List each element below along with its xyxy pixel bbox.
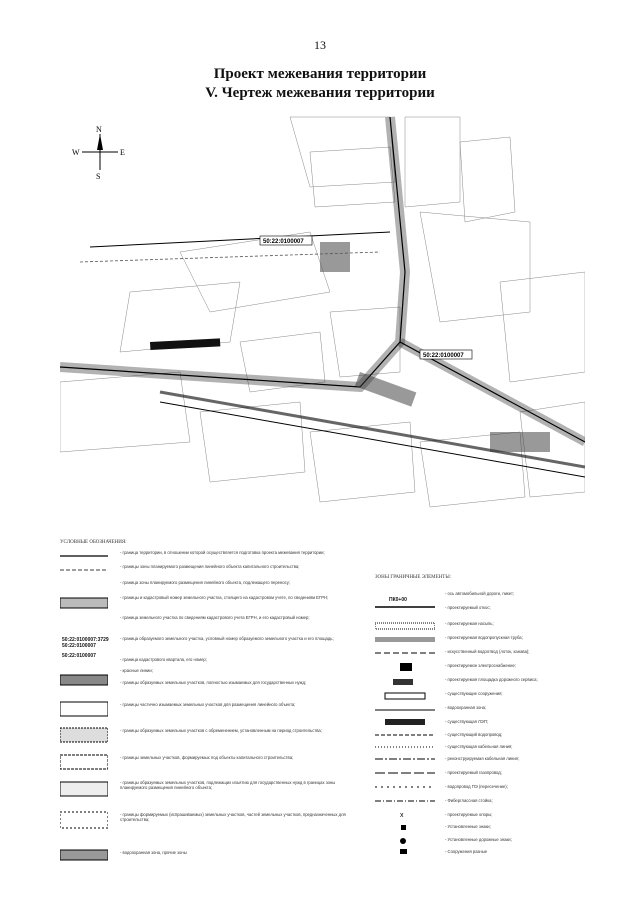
legend-left-heading: УСЛОВНЫЕ ОБОЗНАЧЕНИЯ:: [60, 540, 127, 545]
legend-right-item: - искусственный водоотвод (лоток, канава…: [445, 649, 530, 654]
legend-code-1: 50:22:0100007:3729: [62, 637, 109, 643]
legend-left-item: - границы зоны планируемого размещения л…: [120, 564, 300, 569]
legend-left-item: - границы и кадастровый номер земельного…: [120, 595, 329, 600]
page-number: 13: [314, 38, 326, 52]
legend-right-item: - проектируемый откос;: [445, 605, 491, 610]
legend-left-item: - границы образуемых земельных участков,…: [120, 680, 307, 685]
parcel-label-b: 50:22:0100007: [423, 353, 464, 359]
legend-left-item: - границы частично изымаемых земельных у…: [120, 702, 296, 707]
legend-code-3: 50:22:0100007: [62, 653, 96, 659]
compass-east: E: [120, 148, 125, 157]
compass-rose: N S W E: [72, 125, 125, 181]
legend-left-item: - граница кадастрового квартала, его ном…: [120, 657, 207, 662]
legend-left-item: - водоохранная зона, прочие зоны: [120, 850, 187, 855]
legend-right-item: - Установленные знаки;: [445, 824, 491, 829]
legend-left-item: - границы земельных участков, формируемы…: [120, 755, 294, 760]
legend-left-item: - граница образуемого земельного участка…: [120, 636, 334, 641]
legend-left-item: - граница зоны планируемого размещения л…: [120, 580, 290, 585]
legend-right-item: - существующий водопровод;: [445, 732, 503, 737]
legend-right-item: - существующая кабельная линия;: [445, 744, 513, 749]
legend-right-item: - проектируемая площадка дорожного серви…: [445, 677, 538, 682]
legend-right-item: - реконструируемая кабельная линия;: [445, 756, 520, 761]
road-corridor: [60, 116, 585, 478]
legend-right-item: - Сооружения разные: [445, 849, 488, 854]
document-title-line2: V. Чертеж межевания территории: [205, 85, 435, 101]
document-title-line1: Проект межевания территории: [213, 66, 427, 82]
legend-right-symbols: x: [375, 606, 435, 854]
compass-north: N: [96, 125, 102, 134]
legend-right-item: - существующие сооружения;: [445, 691, 503, 696]
legend-left-symbols: [60, 555, 108, 861]
legend-right-item: - Установленные дорожные знаки;: [445, 837, 512, 842]
legend-left-item: - границы образуемых земельных участков …: [120, 728, 322, 733]
legend-right-item: - проектируемые опоры;: [445, 812, 493, 817]
legend-left-item: - граница территории, в отношении которо…: [120, 550, 325, 555]
legend-right-item: - проектируемое электроснабжение;: [445, 663, 516, 668]
parcel-label-a: 50:22:0100007: [263, 239, 304, 245]
legend-right-item: - проектируемая насыпь;: [445, 621, 494, 626]
legend-right-item: - существующая ЛЭП;: [445, 719, 488, 724]
legend-right-heading: ЗОНЫ ГРАНИЧНЫЕ ЭЛЕМЕНТЫ:: [375, 575, 452, 580]
legend-right-item: - ось автомобильной дороги, пикет;: [445, 591, 515, 596]
legend-left-item: - граница земельного участка по сведения…: [120, 615, 310, 620]
legend-code-2: 50:22:0100007: [62, 643, 96, 649]
cadastral-map: N S W E 5: [60, 116, 585, 508]
legend-right-code: ПК0+00: [389, 597, 407, 603]
legend-right-item: - проектируемый газопровод;: [445, 770, 502, 775]
legend-left-item: - красные линии;: [120, 668, 153, 673]
legend-right-item: - Фиберглассная стойка;: [445, 798, 493, 803]
compass-west: W: [72, 148, 80, 157]
svg-text:x: x: [400, 812, 404, 819]
legend-right-item: - проектируемая водопропускная труба;: [445, 635, 523, 640]
legend-right-item: - водоохранная зона;: [445, 705, 487, 710]
legend-right-item: - водопровод ПЭ (пересечение);: [445, 784, 508, 789]
legend-left-item: - границы образуемых земельных участков,…: [120, 780, 336, 790]
legend-left-item: - границы формируемых (испрашиваемых) зе…: [120, 812, 346, 822]
compass-south: S: [96, 172, 100, 181]
